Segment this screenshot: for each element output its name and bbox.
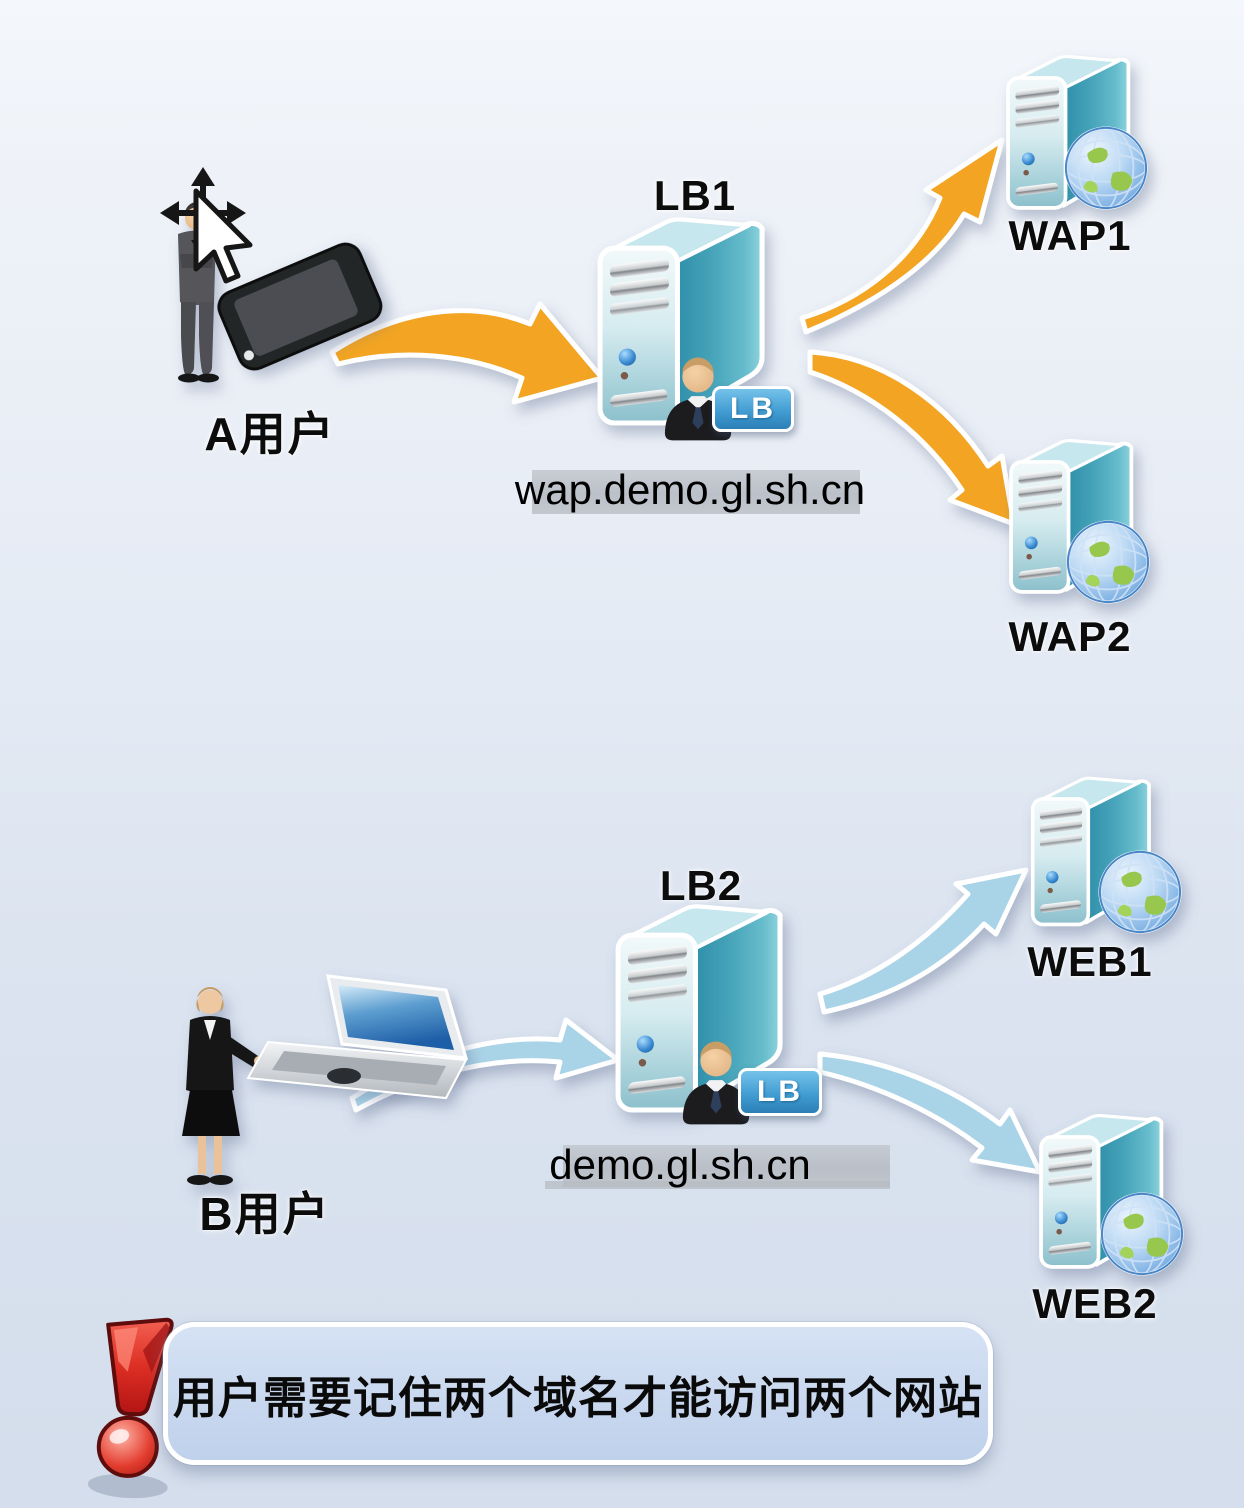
smartphone-icon xyxy=(217,242,383,371)
wap2-globe-icon xyxy=(1066,520,1150,604)
note-text: 用户需要记住两个域名才能访问两个网站 xyxy=(173,1373,983,1423)
web2-globe-icon xyxy=(1100,1192,1184,1276)
wap2-server-icon xyxy=(1009,438,1150,604)
web1-server-icon xyxy=(1030,776,1182,934)
warning-icon xyxy=(87,1317,174,1499)
wap1-server-icon xyxy=(1006,54,1148,210)
domain-highlight-strip xyxy=(545,1181,890,1189)
arrow-lb1-to-wap1 xyxy=(799,137,1005,335)
user-b-label: B用户 xyxy=(199,1188,331,1240)
wap1-globe-icon xyxy=(1064,126,1148,210)
laptop-icon xyxy=(246,974,469,1100)
web2-label: WEB2 xyxy=(1032,1280,1158,1327)
domain-highlight xyxy=(532,470,860,514)
web2-server-icon xyxy=(1039,1113,1184,1276)
domain-highlight xyxy=(563,1145,890,1187)
pointer-cursor-icon xyxy=(193,188,253,284)
lb1-lb-badge: LB xyxy=(712,386,794,432)
web1-globe-icon xyxy=(1098,850,1182,934)
wap1-label: WAP1 xyxy=(1008,212,1132,259)
note-box: 用户需要记住两个域名才能访问两个网站 xyxy=(163,1322,993,1465)
wap2-label: WAP2 xyxy=(1008,613,1132,660)
web1-label: WEB1 xyxy=(1027,938,1153,985)
lb1-domain: wap.demo.gl.sh.cn xyxy=(514,466,866,513)
arrow-lb2-to-web1 xyxy=(817,867,1029,1015)
user-b-figure xyxy=(182,987,264,1185)
lb1-label: LB1 xyxy=(653,172,737,219)
lb2-domain: demo.gl.sh.cn xyxy=(549,1141,811,1188)
lb2-lb-badge: LB xyxy=(738,1068,822,1116)
move-cursor-icon xyxy=(160,167,253,284)
lb2-label: LB2 xyxy=(659,862,743,909)
user-a-label: A用户 xyxy=(204,408,336,460)
